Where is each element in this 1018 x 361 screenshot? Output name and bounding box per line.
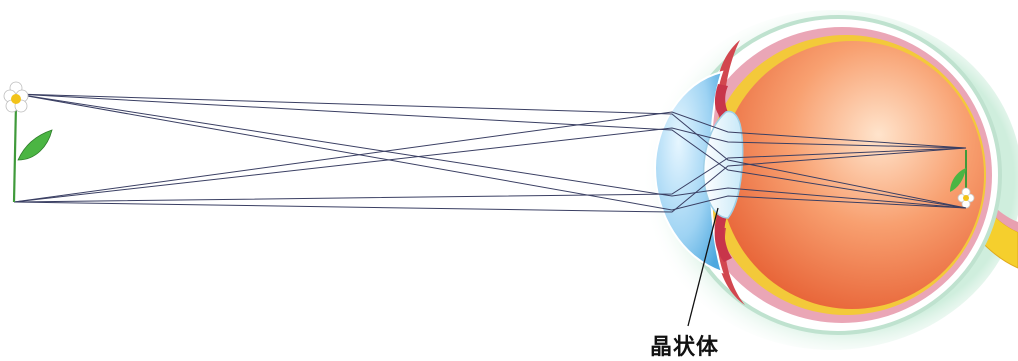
flower-center: [11, 94, 21, 104]
retina-image-center: [963, 195, 969, 201]
object-flower: [4, 82, 52, 202]
retina-image-petal: [962, 188, 970, 196]
lens-label: 晶状体: [650, 329, 719, 361]
eyeball: [642, 10, 1018, 350]
flower-stem: [14, 104, 16, 202]
retina-image-petal: [962, 200, 970, 208]
flower-leaf: [18, 130, 52, 160]
